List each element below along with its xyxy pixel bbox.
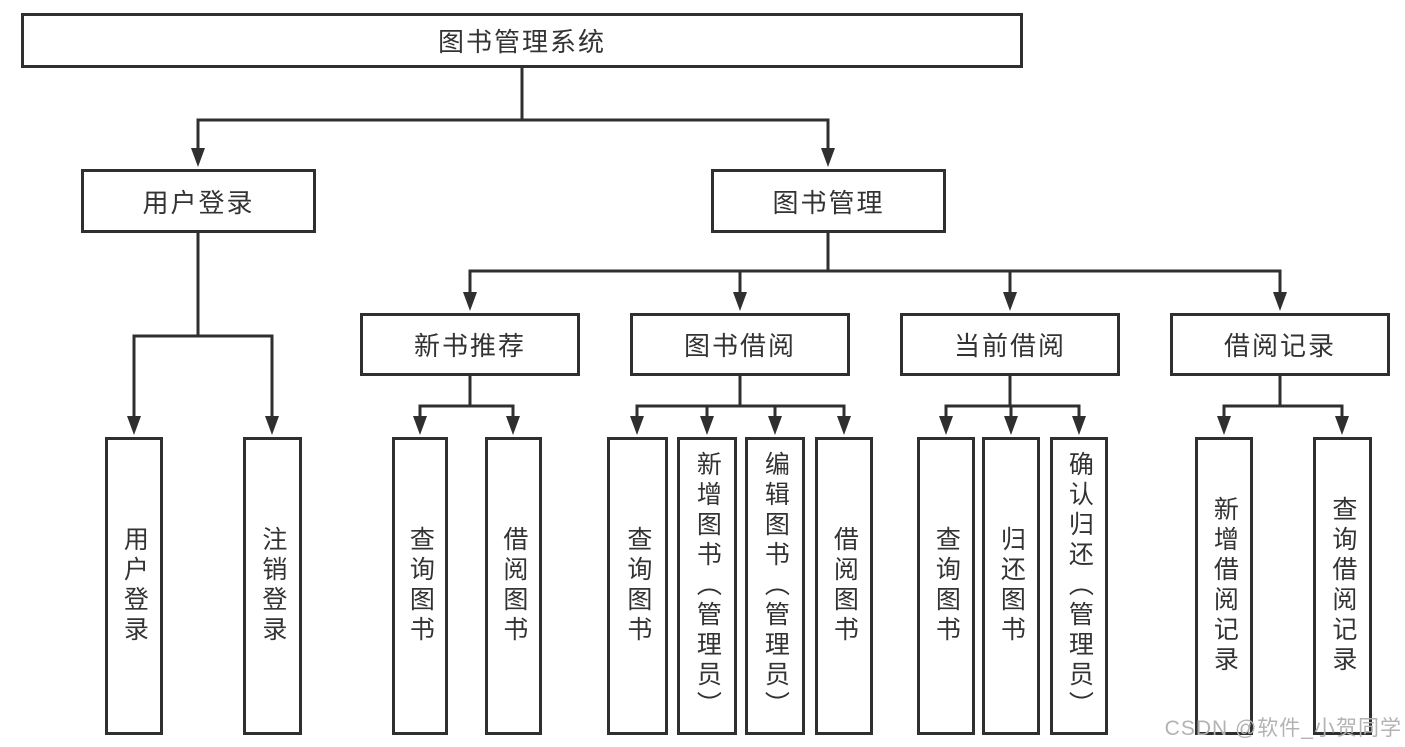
leaf-current-return-book: 归还图书 <box>982 437 1040 735</box>
leaf-borrow-add-book-admin-label: 新增图书（管理员） <box>693 451 722 721</box>
leaf-recommend-borrow-book-label: 借阅图书 <box>499 526 528 646</box>
leaf-borrow-borrow-book-label: 借阅图书 <box>830 526 859 646</box>
node-current-borrow: 当前借阅 <box>900 313 1120 376</box>
leaf-records-query-record-label: 查询借阅记录 <box>1328 496 1357 676</box>
watermark: CSDN @软件_小贺同学 <box>1164 717 1402 740</box>
leaf-borrow-edit-book-admin: 编辑图书（管理员） <box>745 437 805 735</box>
node-book-management: 图书管理 <box>711 169 946 233</box>
leaf-user-login-label: 用户登录 <box>120 526 149 646</box>
leaf-logout: 注销登录 <box>243 437 302 735</box>
leaf-records-add-record-label: 新增借阅记录 <box>1210 496 1239 676</box>
leaf-recommend-query-book: 查询图书 <box>392 437 448 735</box>
leaf-borrow-add-book-admin: 新增图书（管理员） <box>677 437 737 735</box>
node-new-book-recommend-label: 新书推荐 <box>413 331 526 361</box>
leaf-current-query-book-label: 查询图书 <box>932 526 961 646</box>
leaf-current-query-book: 查询图书 <box>917 437 975 735</box>
node-user-login-label: 用户登录 <box>142 187 255 218</box>
node-book-management-label: 图书管理 <box>772 187 885 218</box>
leaf-borrow-borrow-book: 借阅图书 <box>815 437 873 735</box>
leaf-records-query-record: 查询借阅记录 <box>1313 437 1372 735</box>
leaf-logout-label: 注销登录 <box>258 526 287 646</box>
leaf-current-confirm-return-admin: 确认归还（管理员） <box>1050 437 1108 735</box>
leaf-user-login: 用户登录 <box>105 437 163 735</box>
leaf-borrow-query-book-label: 查询图书 <box>623 526 652 646</box>
leaf-recommend-borrow-book: 借阅图书 <box>485 437 542 735</box>
leaf-current-confirm-return-admin-label: 确认归还（管理员） <box>1065 451 1094 721</box>
node-library-management-system-label: 图书管理系统 <box>437 27 606 57</box>
node-book-borrow-label: 图书借阅 <box>683 331 796 361</box>
node-current-borrow-label: 当前借阅 <box>953 331 1066 361</box>
leaf-borrow-edit-book-admin-label: 编辑图书（管理员） <box>761 451 790 721</box>
leaf-current-return-book-label: 归还图书 <box>997 526 1026 646</box>
leaf-records-add-record: 新增借阅记录 <box>1195 437 1253 735</box>
node-library-management-system: 图书管理系统 <box>21 13 1023 68</box>
node-borrow-records: 借阅记录 <box>1170 313 1390 376</box>
leaf-recommend-query-book-label: 查询图书 <box>406 526 435 646</box>
node-borrow-records-label: 借阅记录 <box>1223 331 1336 361</box>
node-new-book-recommend: 新书推荐 <box>360 313 580 376</box>
node-user-login: 用户登录 <box>81 169 316 233</box>
node-book-borrow: 图书借阅 <box>630 313 850 376</box>
leaf-borrow-query-book: 查询图书 <box>607 437 668 735</box>
